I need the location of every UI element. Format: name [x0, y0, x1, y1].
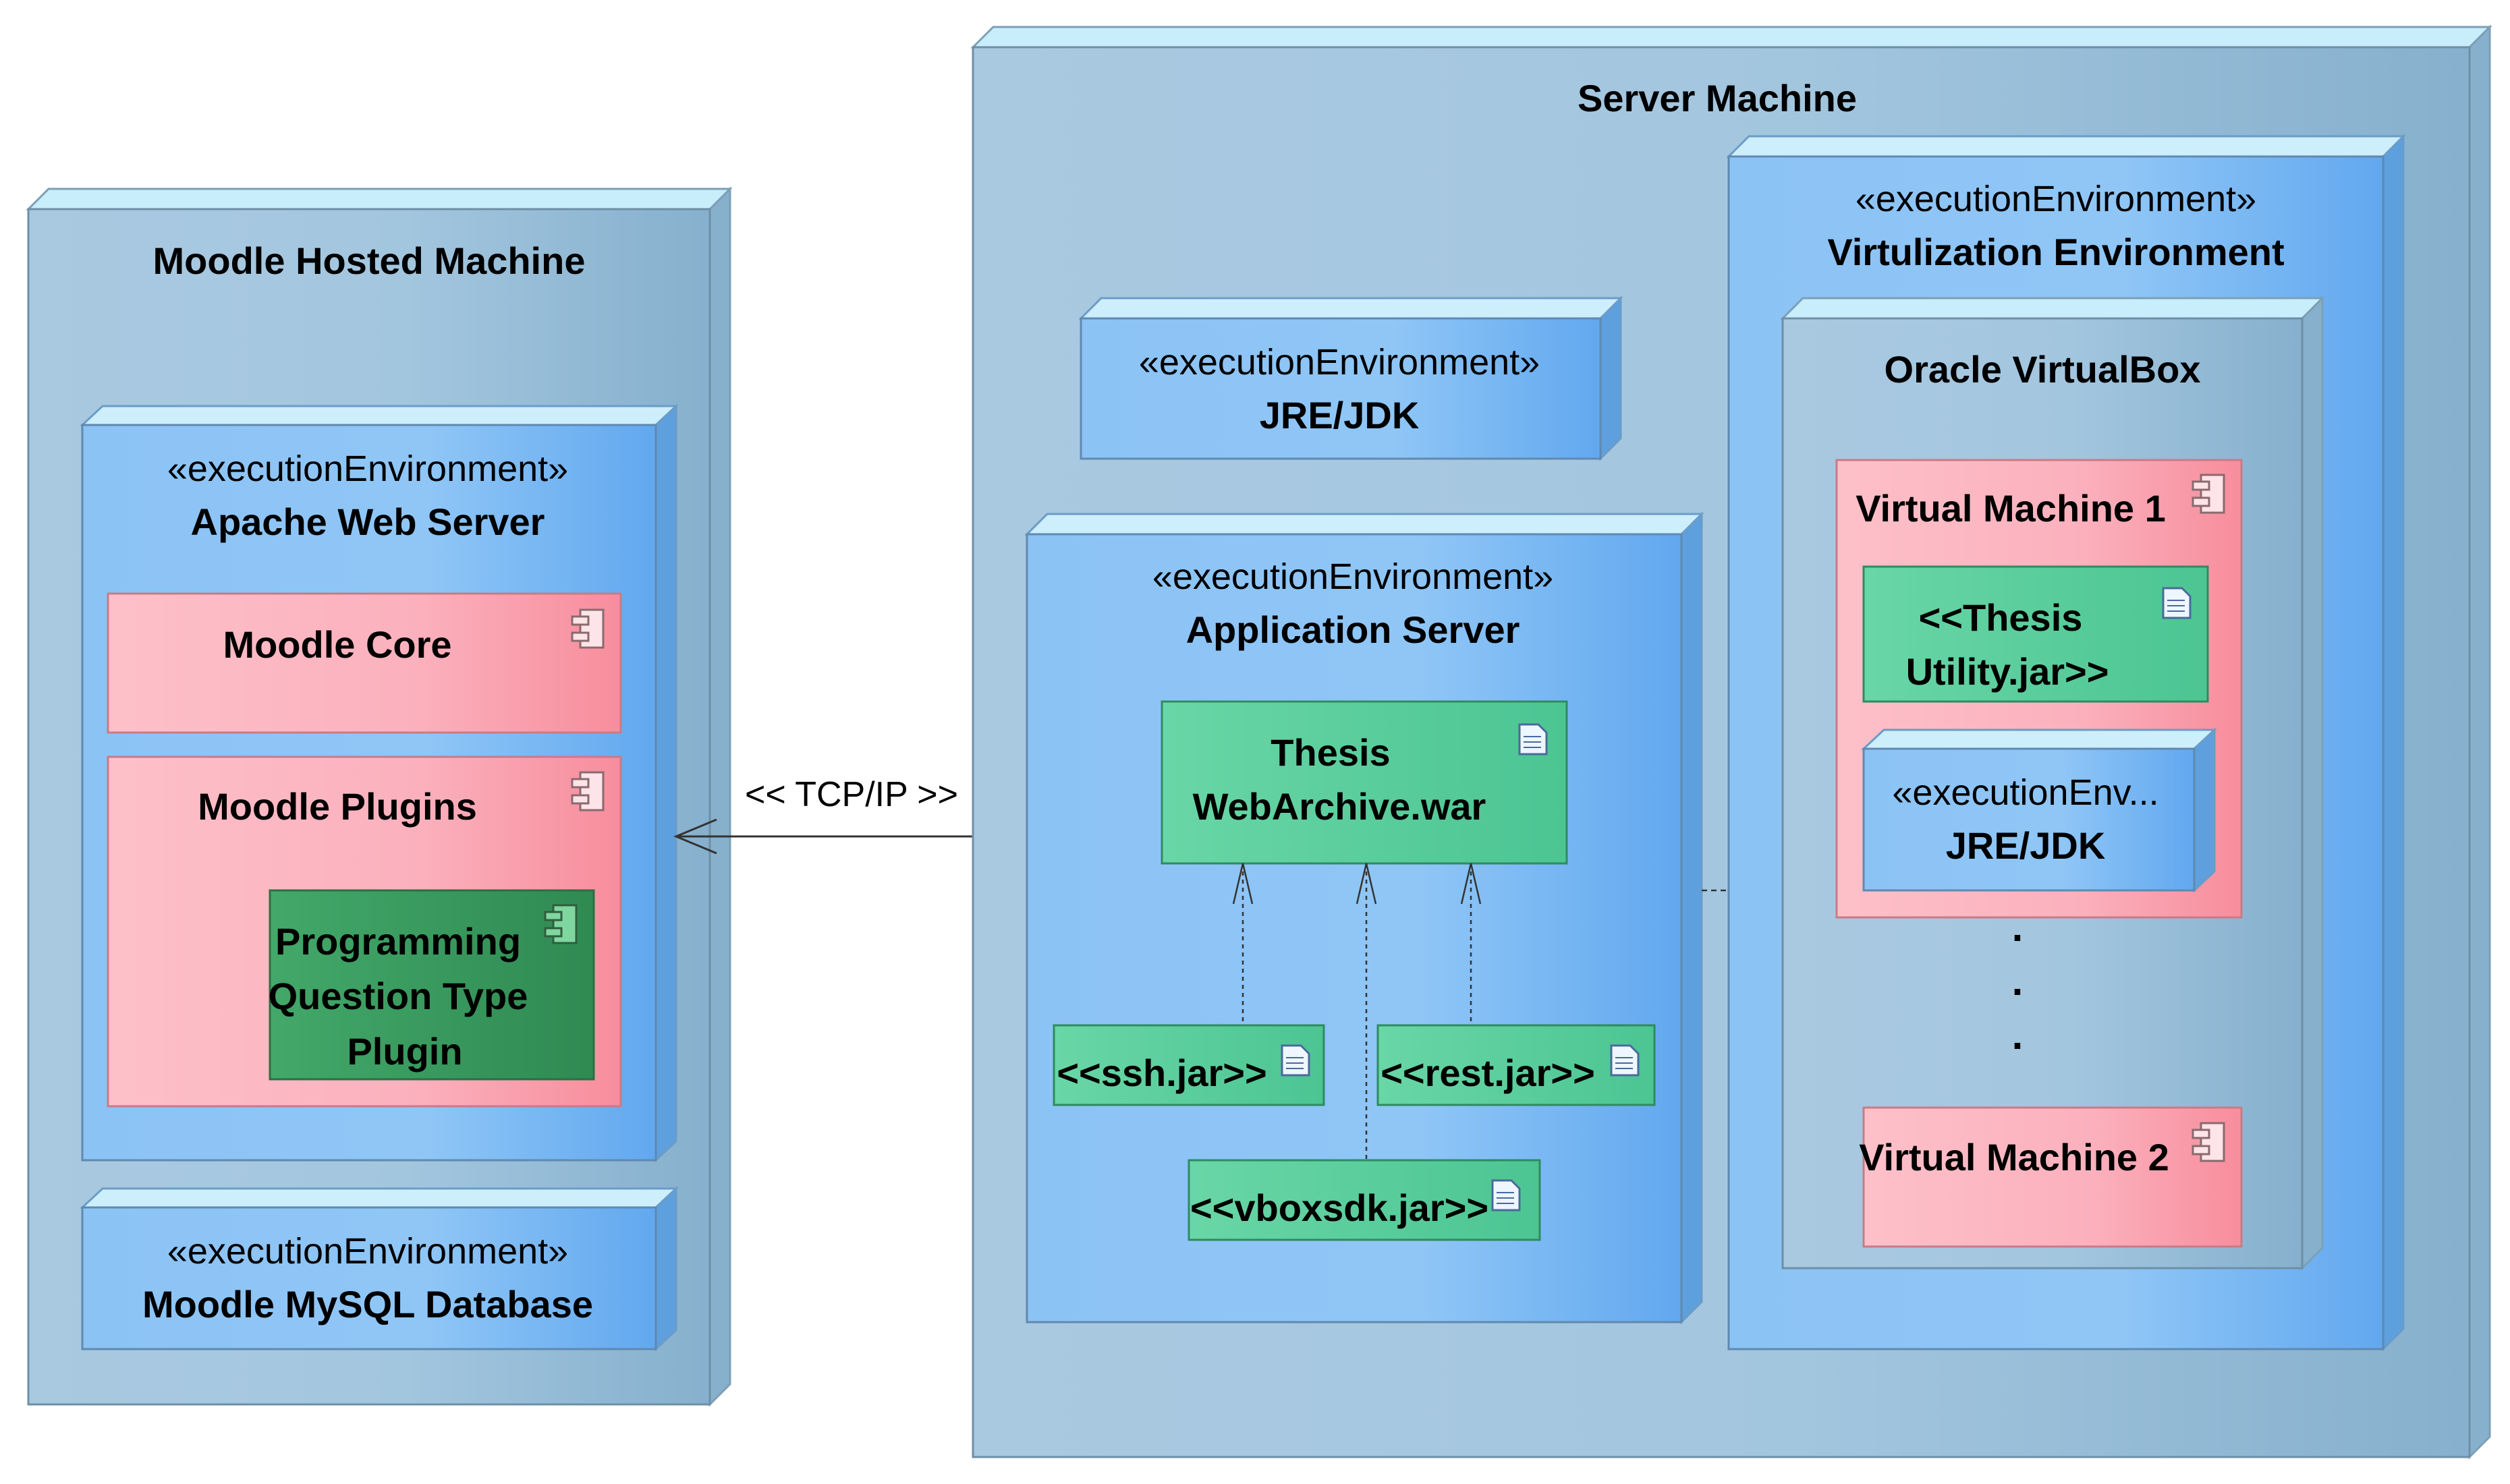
- rest-jar-artifact[interactable]: <<rest.jar>>: [1376, 1024, 1656, 1106]
- plugin-label-line-1: Programming: [275, 920, 521, 963]
- ellipsis-dot-1: .: [2012, 905, 2024, 950]
- war-label-line-1: Thesis: [1271, 731, 1390, 774]
- virtualbox-title: Oracle VirtualBox: [1885, 348, 2201, 391]
- ellipsis-dot-3: .: [2012, 1012, 2024, 1058]
- vboxsdk-jar-artifact[interactable]: <<vboxsdk.jar>>: [1188, 1159, 1541, 1241]
- moodle-core-component[interactable]: Moodle Core: [107, 592, 622, 734]
- artifact-icon: [1281, 1044, 1310, 1077]
- programming-question-type-plugin[interactable]: Programming Question Type Plugin: [269, 889, 595, 1081]
- vm2-label: Virtual Machine 2: [1859, 1136, 2169, 1178]
- artifact-icon: [1610, 1044, 1640, 1077]
- vm-jre-title: JRE/JDK: [1946, 824, 2106, 867]
- virtualization-stereotype: «executionEnvironment»: [1856, 179, 2256, 219]
- ssh-jar-label: <<ssh.jar>>: [1057, 1052, 1266, 1094]
- plugin-label-line-3: Plugin: [347, 1030, 462, 1073]
- app-server-stereotype: «executionEnvironment»: [1152, 556, 1553, 597]
- utility-label-line-2: Utility.jar>>: [1906, 650, 2109, 693]
- apache-title: Apache Web Server: [191, 501, 545, 543]
- vboxsdk-jar-label: <<vboxsdk.jar>>: [1190, 1187, 1488, 1229]
- component-icon: [571, 608, 605, 649]
- moodle-plugins-label: Moodle Plugins: [198, 785, 477, 828]
- rest-jar-label: <<rest.jar>>: [1380, 1052, 1595, 1094]
- app-server-title: Application Server: [1186, 608, 1520, 651]
- war-label-line-2: WebArchive.war: [1193, 785, 1486, 828]
- apache-stereotype: «executionEnvironment»: [167, 449, 568, 489]
- jre-jdk-env[interactable]: «executionEnvironment» JRE/JDK: [1078, 295, 1623, 461]
- jre-title: JRE/JDK: [1260, 394, 1420, 436]
- thesis-utility-artifact[interactable]: <<Thesis Utility.jar>>: [1862, 565, 2209, 703]
- ellipsis-dot-2: .: [2012, 959, 2024, 1004]
- ssh-dependency-arrow: [1232, 863, 1254, 1025]
- component-icon: [2192, 474, 2225, 514]
- server-machine-title: Server Machine: [1578, 77, 1857, 119]
- mysql-title: Moodle MySQL Database: [142, 1283, 593, 1325]
- plugin-label-line-2: Question Type: [269, 975, 528, 1017]
- rest-dependency-arrow: [1460, 863, 1482, 1025]
- artifact-icon: [1491, 1179, 1521, 1211]
- vm1-label: Virtual Machine 1: [1856, 487, 2166, 530]
- artifact-icon: [2162, 587, 2192, 619]
- tcp-ip-connector[interactable]: << TCP/IP >>: [673, 775, 1030, 855]
- vertical-ellipsis: . . .: [2012, 905, 2024, 1058]
- artifact-icon: [1518, 723, 1548, 755]
- jre-stereotype: «executionEnvironment»: [1139, 342, 1540, 382]
- tcp-ip-label: << TCP/IP >>: [745, 775, 958, 814]
- utility-label-line-1: <<Thesis: [1919, 596, 2083, 639]
- vm-jre-jdk-env[interactable]: «executionEnv... JRE/JDK: [1861, 727, 2217, 893]
- moodle-core-label: Moodle Core: [223, 623, 451, 666]
- vm-jre-stereotype: «executionEnv...: [1892, 772, 2158, 813]
- component-icon: [571, 771, 605, 811]
- mysql-stereotype: «executionEnvironment»: [167, 1231, 568, 1272]
- component-icon: [544, 904, 578, 944]
- thesis-webarchive-artifact[interactable]: Thesis WebArchive.war: [1161, 700, 1568, 865]
- virtualization-title: Virtulization Environment: [1827, 231, 2284, 273]
- moodle-hosted-machine-title: Moodle Hosted Machine: [153, 239, 586, 282]
- ssh-jar-artifact[interactable]: <<ssh.jar>>: [1053, 1024, 1325, 1106]
- moodle-mysql-database-env[interactable]: «executionEnvironment» Moodle MySQL Data…: [80, 1186, 679, 1352]
- vboxsdk-dependency-arrow: [1356, 863, 1377, 1160]
- component-icon: [2192, 1122, 2225, 1162]
- virtual-machine-2-component[interactable]: Virtual Machine 2: [1859, 1106, 2243, 1248]
